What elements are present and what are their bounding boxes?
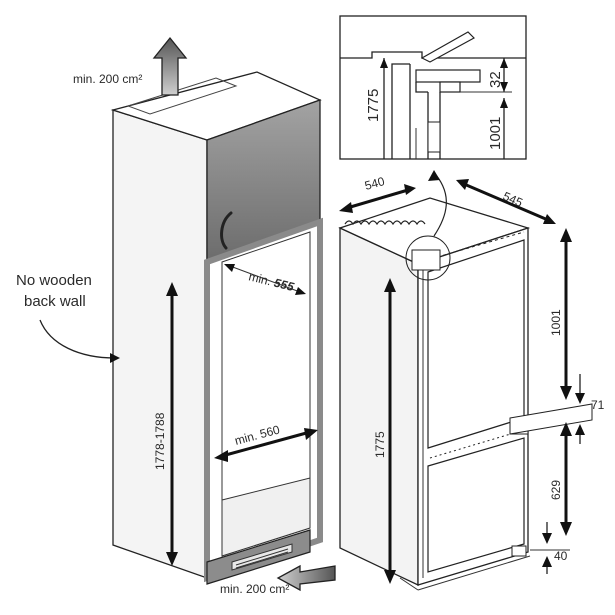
fridge-width-dimension <box>339 184 416 213</box>
door-handle <box>220 211 233 250</box>
bottom-airflow-arrow <box>276 564 336 592</box>
top-vent-slot <box>126 77 238 115</box>
upper-section-dimension <box>560 228 572 400</box>
niche-width-top-value: 555 <box>273 276 296 295</box>
fridge <box>338 197 531 591</box>
back-wall-pointer-arrow <box>39 319 120 363</box>
detail-gap-label: 32 <box>487 71 504 88</box>
top-vent-label: min. 200 cm² <box>73 72 142 86</box>
fridge-height-dimension <box>384 278 396 584</box>
lower-section-label: 629 <box>549 480 563 500</box>
niche-floor <box>221 477 311 557</box>
top-airflow-arrow <box>152 36 188 96</box>
niche-width-top-prefix: min. <box>247 269 272 288</box>
bottom-vent-label: min. 200 cm² <box>220 582 289 596</box>
no-back-wall-label-line2: back wall <box>24 293 86 310</box>
detail-height-label: 1775 <box>365 89 382 122</box>
detail-inset <box>339 15 527 160</box>
top-hinge <box>411 249 441 271</box>
niche-width-mid-dimension <box>214 428 318 462</box>
fridge-width-label: 540 <box>363 174 386 193</box>
fridge-top-vent-edge <box>344 220 426 226</box>
divider-label: 71 <box>591 398 605 412</box>
fridge-height-label: 1775 <box>373 431 387 458</box>
plinth-gap-dimension <box>530 522 570 574</box>
cabinet <box>110 71 323 585</box>
lower-section-dimension <box>560 422 572 536</box>
fridge-side-panel <box>339 226 419 587</box>
niche-height-dimension <box>166 282 178 566</box>
fridge-upper-door <box>427 239 525 449</box>
niche-width-top-label: min. 555 <box>247 269 295 294</box>
divider-panel <box>509 403 593 435</box>
plinth-gap-label: 40 <box>554 549 568 563</box>
fridge-depth-label: 545 <box>501 189 525 210</box>
no-back-wall-label-line1: No wooden <box>16 272 92 289</box>
divider-dimension <box>509 374 593 444</box>
niche-height-label: 1778-1788 <box>153 412 167 470</box>
bottom-hinge <box>511 545 527 557</box>
fridge-depth-dimension <box>456 179 556 224</box>
detail-callout-circle <box>405 170 451 281</box>
niche-width-top-dimension <box>224 264 306 295</box>
detail-upper-label: 1001 <box>487 117 504 150</box>
upper-section-label: 1001 <box>549 309 563 336</box>
cabinet-side-panel <box>112 109 208 579</box>
fridge-lower-door <box>427 437 525 573</box>
